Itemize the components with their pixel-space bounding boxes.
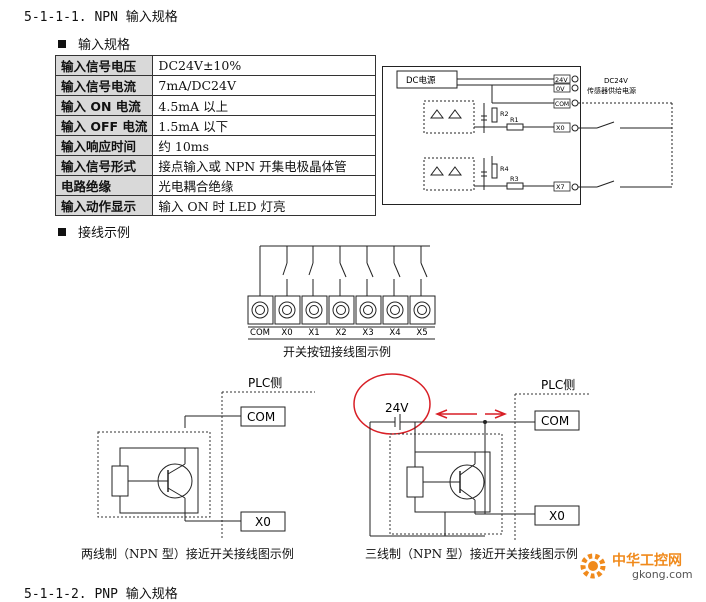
spec-value: 接点输入或 NPN 开集电极晶体管 bbox=[152, 155, 377, 176]
three-wire-diagram: 24V PLC侧 COM X0 bbox=[353, 373, 590, 542]
spec-value: 约 10ms bbox=[152, 135, 377, 156]
wiring-heading: 接线示例 bbox=[78, 226, 131, 241]
table-row: 输入动作显示输入 ON 时 LED 灯亮 bbox=[54, 195, 377, 216]
three-wire-voltage: 24V bbox=[385, 401, 409, 415]
red-arrow-right bbox=[485, 409, 508, 419]
dc-source-label: DC电源 bbox=[406, 75, 436, 86]
v0-label: 0V bbox=[556, 85, 565, 93]
terminal-label: X2 bbox=[335, 328, 346, 338]
spec-key: 电路绝缘 bbox=[54, 175, 154, 196]
spec-value: 7mA/DC24V bbox=[152, 75, 377, 96]
red-arrow-left bbox=[434, 409, 477, 419]
two-wire-plc-label: PLC侧 bbox=[248, 376, 282, 390]
spec-key: 输入 ON 电流 bbox=[54, 95, 154, 116]
terminal-label: X0 bbox=[281, 328, 292, 338]
watermark: 中华工控网 gkong.com bbox=[576, 548, 696, 584]
three-wire-com: COM bbox=[541, 414, 569, 428]
spec-key: 输入动作显示 bbox=[54, 195, 154, 216]
wiring-heading-row: 接线示例 bbox=[58, 222, 130, 241]
x7-label: X7 bbox=[556, 183, 565, 191]
three-wire-caption: 三线制（NPN 型）接近开关接线图示例 bbox=[365, 547, 578, 561]
spec-value: DC24V±10% bbox=[152, 55, 377, 76]
watermark-url: gkong.com bbox=[632, 568, 693, 581]
two-wire-com: COM bbox=[247, 410, 275, 424]
table-row: 电路绝缘光电耦合绝缘 bbox=[54, 175, 377, 196]
terminal-label: X4 bbox=[389, 328, 400, 338]
two-wire-diagram: PLC侧 COM X0 bbox=[97, 376, 315, 538]
spec-value: 1.5mA 以下 bbox=[152, 115, 377, 136]
spec-key: 输入响应时间 bbox=[54, 135, 154, 156]
r4-label: R4 bbox=[500, 165, 509, 173]
r3-label: R3 bbox=[510, 175, 519, 183]
sensor-label-1: DC24V bbox=[604, 77, 628, 85]
spec-value: 光电耦合绝缘 bbox=[152, 175, 377, 196]
three-wire-x0: X0 bbox=[549, 509, 565, 523]
three-wire-plc-label: PLC侧 bbox=[541, 378, 575, 392]
spec-key: 输入 OFF 电流 bbox=[54, 115, 154, 136]
section-title: 5-1-1-1. NPN 输入规格 bbox=[24, 10, 178, 25]
gear-icon bbox=[580, 553, 606, 579]
spec-heading-row: 输入规格 bbox=[58, 34, 130, 53]
x0-label: X0 bbox=[556, 124, 565, 132]
input-circuit-diagram: DC电源 24V 0V COM DC24V 传感器供给电源 R2 R1 X0 R… bbox=[382, 66, 673, 205]
table-row: 输入信号形式接点输入或 NPN 开集电极晶体管 bbox=[54, 155, 377, 176]
r1-label: R1 bbox=[510, 116, 519, 124]
v24-label: 24V bbox=[555, 76, 568, 84]
spec-value: 输入 ON 时 LED 灯亮 bbox=[152, 195, 377, 216]
spec-key: 输入信号电流 bbox=[54, 75, 154, 96]
terminal-label: COM bbox=[250, 328, 270, 338]
r2-label: R2 bbox=[500, 110, 509, 118]
two-wire-caption: 两线制（NPN 型）接近开关接线图示例 bbox=[81, 547, 294, 561]
next-section-title: 5-1-1-2. PNP 输入规格 bbox=[24, 587, 178, 602]
terminal-label: X3 bbox=[362, 328, 373, 338]
terminal-label: X5 bbox=[416, 328, 427, 338]
switch-wiring-diagram: COM X0 X1 X2 X3 X4 X5 bbox=[247, 245, 436, 340]
two-wire-x0: X0 bbox=[255, 515, 271, 529]
spec-key: 输入信号形式 bbox=[54, 155, 154, 176]
watermark-text: 中华工控网 bbox=[612, 553, 682, 569]
sensor-label-2: 传感器供给电源 bbox=[587, 86, 636, 95]
spec-key: 输入信号电压 bbox=[54, 55, 154, 76]
spec-heading: 输入规格 bbox=[78, 38, 131, 53]
bullet-icon bbox=[58, 40, 66, 48]
com-label: COM bbox=[555, 101, 569, 108]
terminal-label: X1 bbox=[308, 328, 319, 338]
table-row: 输入响应时间约 10ms bbox=[54, 135, 377, 156]
spec-value: 4.5mA 以上 bbox=[152, 95, 377, 116]
bullet-icon bbox=[58, 228, 66, 236]
switch-caption: 开关按钮接线图示例 bbox=[283, 345, 392, 359]
